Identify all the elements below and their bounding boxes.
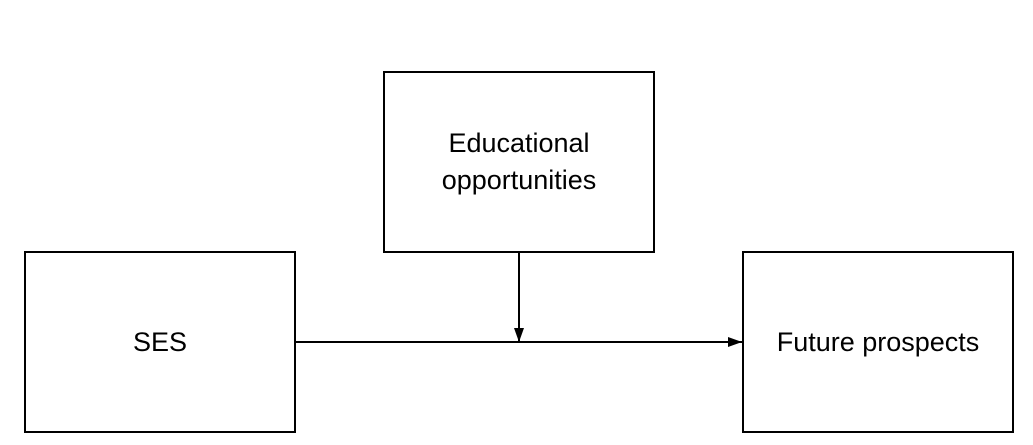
educational-opportunities-box: Educational opportunities: [383, 71, 655, 253]
future-prospects-box: Future prospects: [742, 251, 1014, 433]
ses-box: SES: [24, 251, 296, 433]
educational-opportunities-label: Educational opportunities: [441, 128, 597, 195]
future-prospects-label: Future prospects: [776, 326, 980, 357]
ses-label: SES: [132, 326, 188, 357]
